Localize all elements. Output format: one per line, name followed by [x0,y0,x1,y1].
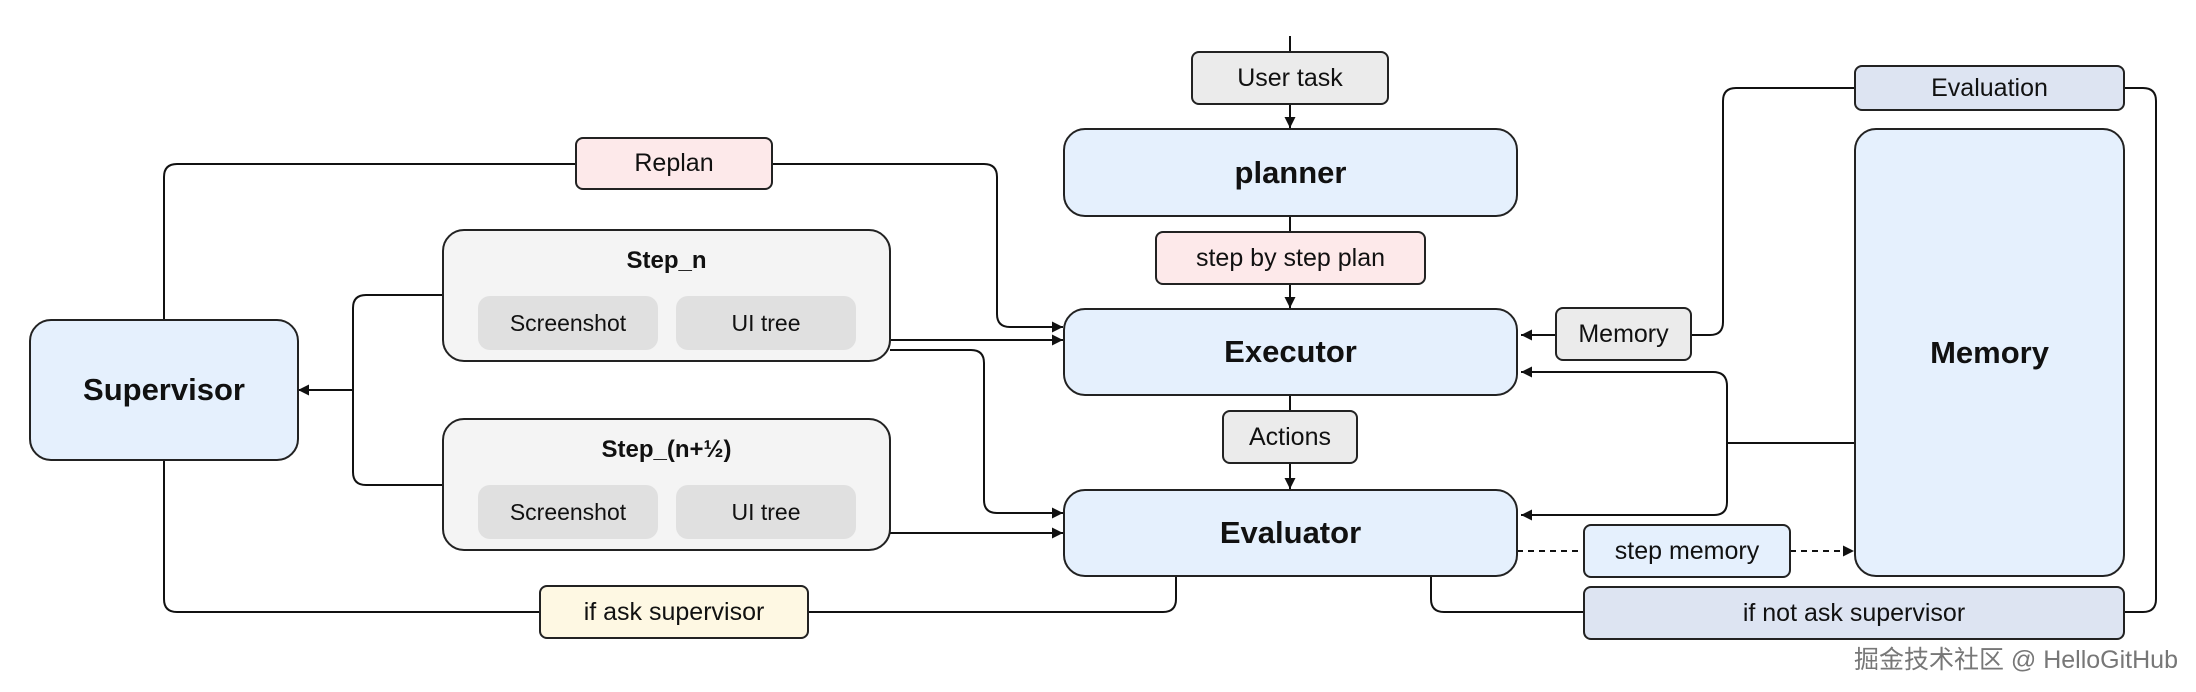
replan-label: Replan [575,137,773,190]
edge-evaluation-loop [2124,87,2157,613]
step-half-title: Step_(n+½) [601,436,732,463]
step-half-ui-tree-chip: UI tree [676,485,856,539]
step-plan-label: step by step plan [1155,231,1426,285]
edge-steps-to-supervisor [352,294,443,486]
evaluator-node: Evaluator [1063,489,1518,577]
step-half-panel: Step_(n+½) Screenshot UI tree [442,418,891,551]
actions-label: Actions [1222,410,1358,464]
edge-supervisor-replan-to-executor [163,163,1063,333]
step-n-ui-tree-chip: UI tree [676,296,856,350]
watermark-text: 掘金技术社区 @ HelloGitHub [1853,646,2178,674]
executor-node: Executor [1063,308,1518,396]
edge-memory-to-evaluator [1521,443,1728,521]
supervisor-node: Supervisor [29,319,299,461]
planner-node: planner [1063,128,1518,217]
step-n-screenshot-chip: Screenshot [478,296,658,350]
memory-label: Memory [1555,307,1692,361]
if-ask-supervisor-label: if ask supervisor [539,585,809,639]
step-n-title: Step_n [626,247,707,274]
step-n-panel: Step_n Screenshot UI tree [442,229,891,362]
if-not-ask-supervisor-label: if not ask supervisor [1583,586,2125,640]
user-task-label: User task [1191,51,1389,105]
edge-evaluator-to-if-not-ask [1430,576,1584,613]
step-memory-label: step memory [1583,524,1791,578]
memory-node: Memory [1854,128,2125,577]
edge-evaluation-to-memory-label [1692,87,1854,336]
step-half-screenshot-chip: Screenshot [478,485,658,539]
edge-step-n-to-evaluator [890,349,1063,519]
evaluation-label: Evaluation [1854,65,2125,111]
edge-memory-to-executor [1521,366,1855,444]
